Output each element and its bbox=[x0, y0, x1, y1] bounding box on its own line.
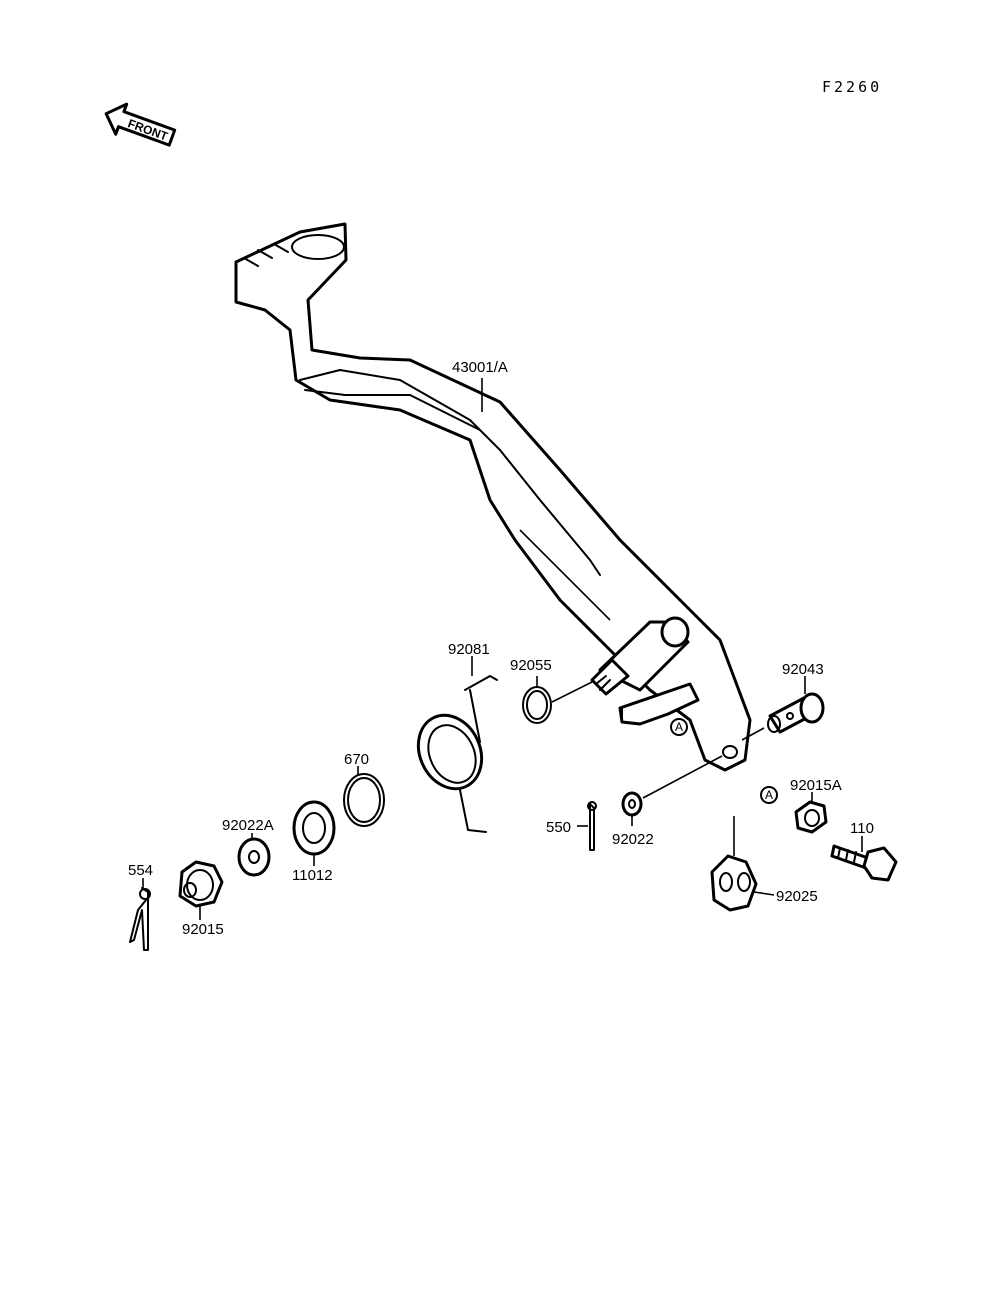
label-43001a: 43001/A bbox=[452, 359, 508, 376]
label-11012: 11012 bbox=[292, 867, 333, 884]
o-ring bbox=[522, 686, 552, 724]
label-92055: 92055 bbox=[510, 657, 552, 674]
label-550: 550 bbox=[546, 819, 571, 836]
label-92015: 92015 bbox=[182, 921, 224, 938]
snap-ring bbox=[343, 773, 385, 827]
svg-text:A: A bbox=[675, 720, 683, 734]
label-92025: 92025 bbox=[776, 888, 818, 905]
label-92022: 92022 bbox=[612, 831, 654, 848]
clevis-pin bbox=[767, 692, 825, 734]
oil-seal bbox=[292, 800, 336, 856]
ref-mark-a-nut: A bbox=[760, 786, 778, 804]
flange-nut bbox=[178, 860, 224, 908]
label-92043: 92043 bbox=[782, 661, 824, 678]
label-670: 670 bbox=[344, 751, 369, 768]
brake-pedal bbox=[234, 222, 752, 772]
ref-mark-a-pedal: A bbox=[670, 718, 688, 736]
figure-code: F2260 bbox=[822, 78, 882, 96]
label-92081: 92081 bbox=[448, 641, 490, 658]
washer-92022 bbox=[621, 791, 643, 817]
label-110: 110 bbox=[850, 820, 874, 837]
label-92022a: 92022A bbox=[222, 817, 274, 834]
washer-92022a bbox=[237, 837, 271, 877]
hex-bolt bbox=[830, 844, 898, 882]
label-554: 554 bbox=[128, 862, 153, 879]
retaining-clip bbox=[129, 887, 151, 951]
hex-nut bbox=[794, 800, 828, 834]
front-arrow-icon: FRONT bbox=[104, 102, 177, 147]
label-92015a: 92015A bbox=[790, 777, 842, 794]
return-spring bbox=[416, 675, 498, 833]
cotter-pin bbox=[587, 801, 597, 851]
brake-rod-joint bbox=[710, 854, 758, 912]
svg-text:A: A bbox=[765, 788, 773, 802]
